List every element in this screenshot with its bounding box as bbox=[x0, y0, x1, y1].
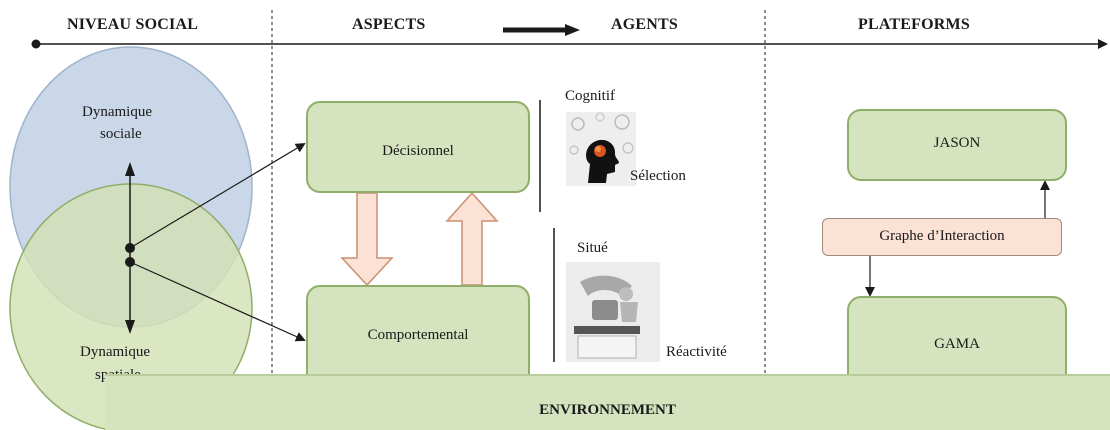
header-niveau-social: NIVEAU SOCIAL bbox=[67, 16, 199, 33]
dynamique-spatiale-line1: Dynamique bbox=[80, 344, 150, 360]
timeline-end-arrowhead bbox=[1098, 39, 1108, 49]
arrow-to-decisionnel bbox=[129, 142, 306, 249]
header-agents: AGENTS bbox=[611, 16, 678, 33]
aspects-to-agents-arrowhead bbox=[565, 24, 580, 36]
gama-label: GAMA bbox=[934, 336, 980, 352]
graphe-interaction-box: Graphe d’Interaction bbox=[822, 218, 1062, 256]
header-plateforms: PLATEFORMS bbox=[858, 16, 970, 33]
arrow-to-comportemental bbox=[129, 261, 306, 342]
block-arrow-down bbox=[340, 192, 394, 287]
dynamique-spatiale-circle bbox=[9, 183, 253, 430]
comportemental-label: Comportemental bbox=[367, 327, 469, 343]
selection-label: Sélection bbox=[630, 168, 686, 184]
dynamique-sociale-line1: Dynamique bbox=[82, 104, 152, 120]
person-machine-icon bbox=[566, 262, 660, 362]
brain-head-icon bbox=[566, 112, 636, 186]
decisionnel-box: Décisionnel bbox=[306, 101, 530, 193]
social-arrow-up-head bbox=[125, 162, 135, 176]
jason-box: JASON bbox=[847, 109, 1067, 181]
environnement-label: ENVIRONNEMENT bbox=[539, 402, 676, 418]
environnement-band: ENVIRONNEMENT bbox=[105, 374, 1110, 430]
situe-label: Situé bbox=[577, 240, 608, 256]
decisionnel-label: Décisionnel bbox=[382, 143, 454, 159]
timeline-start-dot bbox=[31, 39, 41, 49]
reactivite-label: Réactivité bbox=[666, 344, 727, 360]
jason-label: JASON bbox=[933, 135, 981, 151]
header-aspects: ASPECTS bbox=[352, 16, 426, 33]
social-arrow-down-head bbox=[125, 320, 135, 334]
cognitif-label: Cognitif bbox=[565, 88, 616, 104]
dynamique-sociale-line2: sociale bbox=[100, 126, 142, 142]
block-arrow-up bbox=[445, 191, 499, 286]
